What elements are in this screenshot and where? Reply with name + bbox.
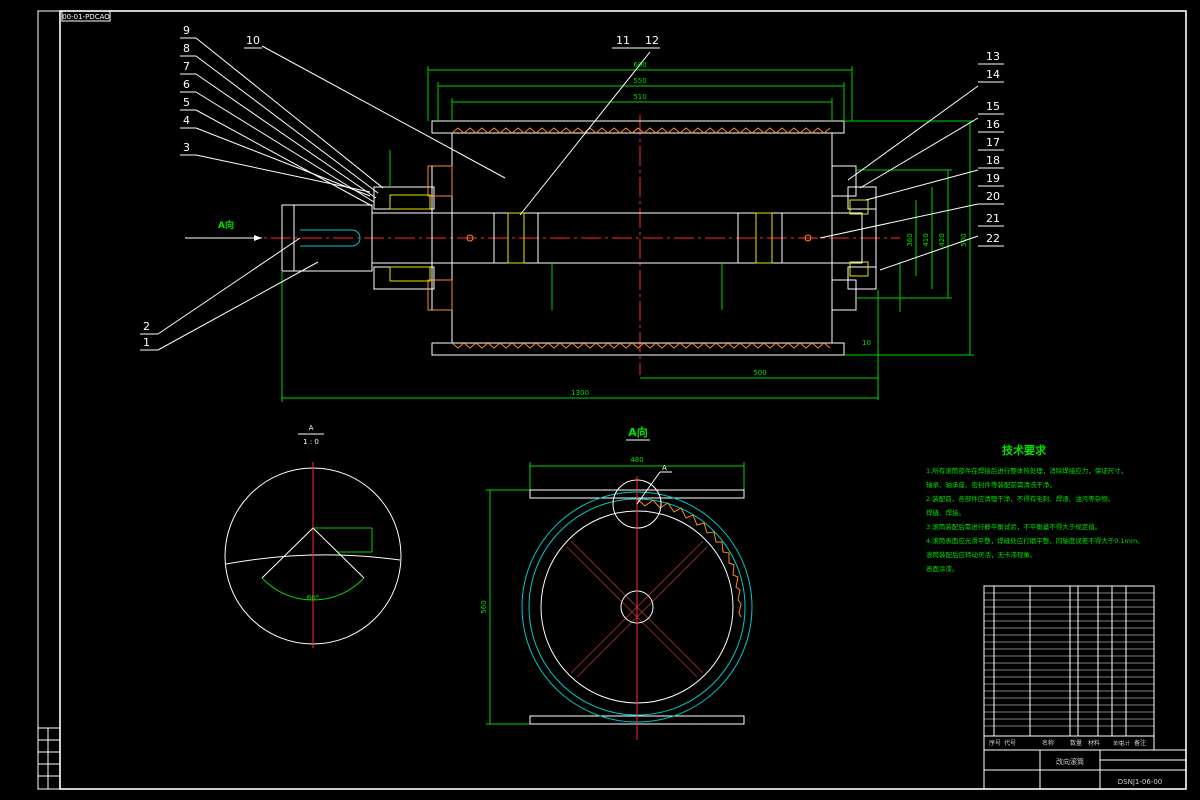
drawing-name: 改向滚筒	[1056, 757, 1084, 766]
part-label: 20	[986, 190, 1000, 203]
part-label: 16	[986, 118, 1000, 131]
dimension-lines: 600 550 510 500 1300 500 420 410	[281, 61, 974, 402]
detail-scale: 1 : 0	[303, 438, 319, 446]
part-label: 13	[986, 50, 1000, 63]
part-label: 18	[986, 154, 1000, 167]
part-label: 4	[183, 114, 190, 127]
left-strip-table	[37, 727, 61, 790]
dim-right-2: 420	[938, 233, 946, 246]
col-header: 代号	[1004, 739, 1016, 747]
col-header: 备注	[1134, 739, 1146, 747]
part-numbers-right: 13 14 15 16 17 18 19 20 21 22	[978, 50, 1004, 247]
col-header: 数量	[1070, 739, 1082, 747]
a-view-title: A向	[628, 425, 648, 439]
col-header: 名称	[1042, 739, 1054, 747]
part-label: 7	[183, 60, 190, 73]
detail-view: A 1 : 0 60°	[224, 424, 402, 648]
dim-right-3: 410	[922, 233, 930, 246]
dim-right-1: 500	[960, 233, 968, 246]
leader-lines	[157, 37, 979, 351]
part-label: 11	[616, 34, 630, 47]
view-a-arrow-label: A向	[218, 219, 234, 231]
dim-flange: 10	[862, 339, 871, 347]
col-header: 总计	[1120, 740, 1130, 747]
part-label: 9	[183, 24, 190, 37]
part-numbers-left: 9 8 7 6 5 4 3 2 1	[140, 24, 196, 351]
part-numbers-top: 10 11 12	[244, 34, 660, 49]
tech-req-line: 表面涂漆。	[926, 564, 959, 573]
dim-a-view-height: 560	[480, 600, 488, 613]
drawing-number: DSNJ1-06-00	[1118, 778, 1162, 786]
code-tag: 00-01-PDCAO	[62, 13, 110, 21]
detail-label: A	[309, 424, 314, 432]
technical-requirements: 技术要求 1.所有滚筒部件在焊接后进行整体热处理，消除焊接应力，保证尺寸。 轴承…	[926, 443, 1144, 573]
part-label: 19	[986, 172, 1000, 185]
title-block: 改向滚筒 DSNJ1-06-00	[983, 749, 1187, 790]
part-label: 22	[986, 232, 1000, 245]
tech-req-line: 滚筒装配后应转动灵活，无卡滞现象。	[926, 550, 1037, 559]
tech-req-line: 3.滚筒装配后需进行静平衡试验，不平衡量不得大于规定值。	[926, 522, 1101, 531]
dim-top-2: 550	[633, 77, 646, 85]
part-label: 14	[986, 68, 1000, 81]
view-a-arrow: A向	[185, 219, 262, 241]
part-label: 6	[183, 78, 190, 91]
tech-req-line: 4.滚筒表面应光滑平整，焊缝处应打磨平整，同轴度误差不得大于0.1mm。	[926, 536, 1144, 545]
tech-req-line: 轴承、轴承座、密封件等装配前需清洗干净。	[926, 480, 1056, 489]
part-label: 17	[986, 136, 1000, 149]
part-label: 2	[143, 320, 150, 333]
dim-bottom-half: 500	[753, 369, 766, 377]
part-label: 3	[183, 141, 190, 154]
part-label: 10	[246, 34, 260, 47]
part-label: 12	[645, 34, 659, 47]
col-header: 序号	[989, 739, 1001, 747]
tech-req-line: 1.所有滚筒部件在焊接后进行整体热处理，消除焊接应力，保证尺寸。	[926, 466, 1127, 475]
col-header: 单件	[1113, 740, 1123, 747]
drawing-frame: 00-01-PDCAO	[37, 10, 1187, 790]
angle-label: 60°	[307, 594, 319, 602]
dim-a-view-width: 480	[630, 456, 643, 464]
part-label: 21	[986, 212, 1000, 225]
part-label: 1	[143, 336, 150, 349]
a-direction-view: A向 480 560 A	[480, 425, 753, 740]
dim-top-3: 510	[633, 93, 646, 101]
tech-req-line: 2.装配前，各部件应清理干净，不得有毛刺、焊渣、油污等杂物。	[926, 494, 1114, 503]
tech-req-line: 焊缝、焊接。	[926, 508, 965, 517]
main-section-view: 600 550 510 500 1300 500 420 410	[140, 24, 1004, 402]
col-header: 材料	[1088, 739, 1100, 747]
dim-right-4: 360	[906, 233, 914, 246]
part-label: 8	[183, 42, 190, 55]
part-label: 5	[183, 96, 190, 109]
parts-list: 序号 代号 名称 数量 材料 单件 总计 备注	[983, 585, 1155, 751]
tech-req-title: 技术要求	[1002, 443, 1047, 457]
part-label: 15	[986, 100, 1000, 113]
a-marker: A	[662, 464, 667, 472]
dim-overall: 1300	[571, 389, 589, 397]
